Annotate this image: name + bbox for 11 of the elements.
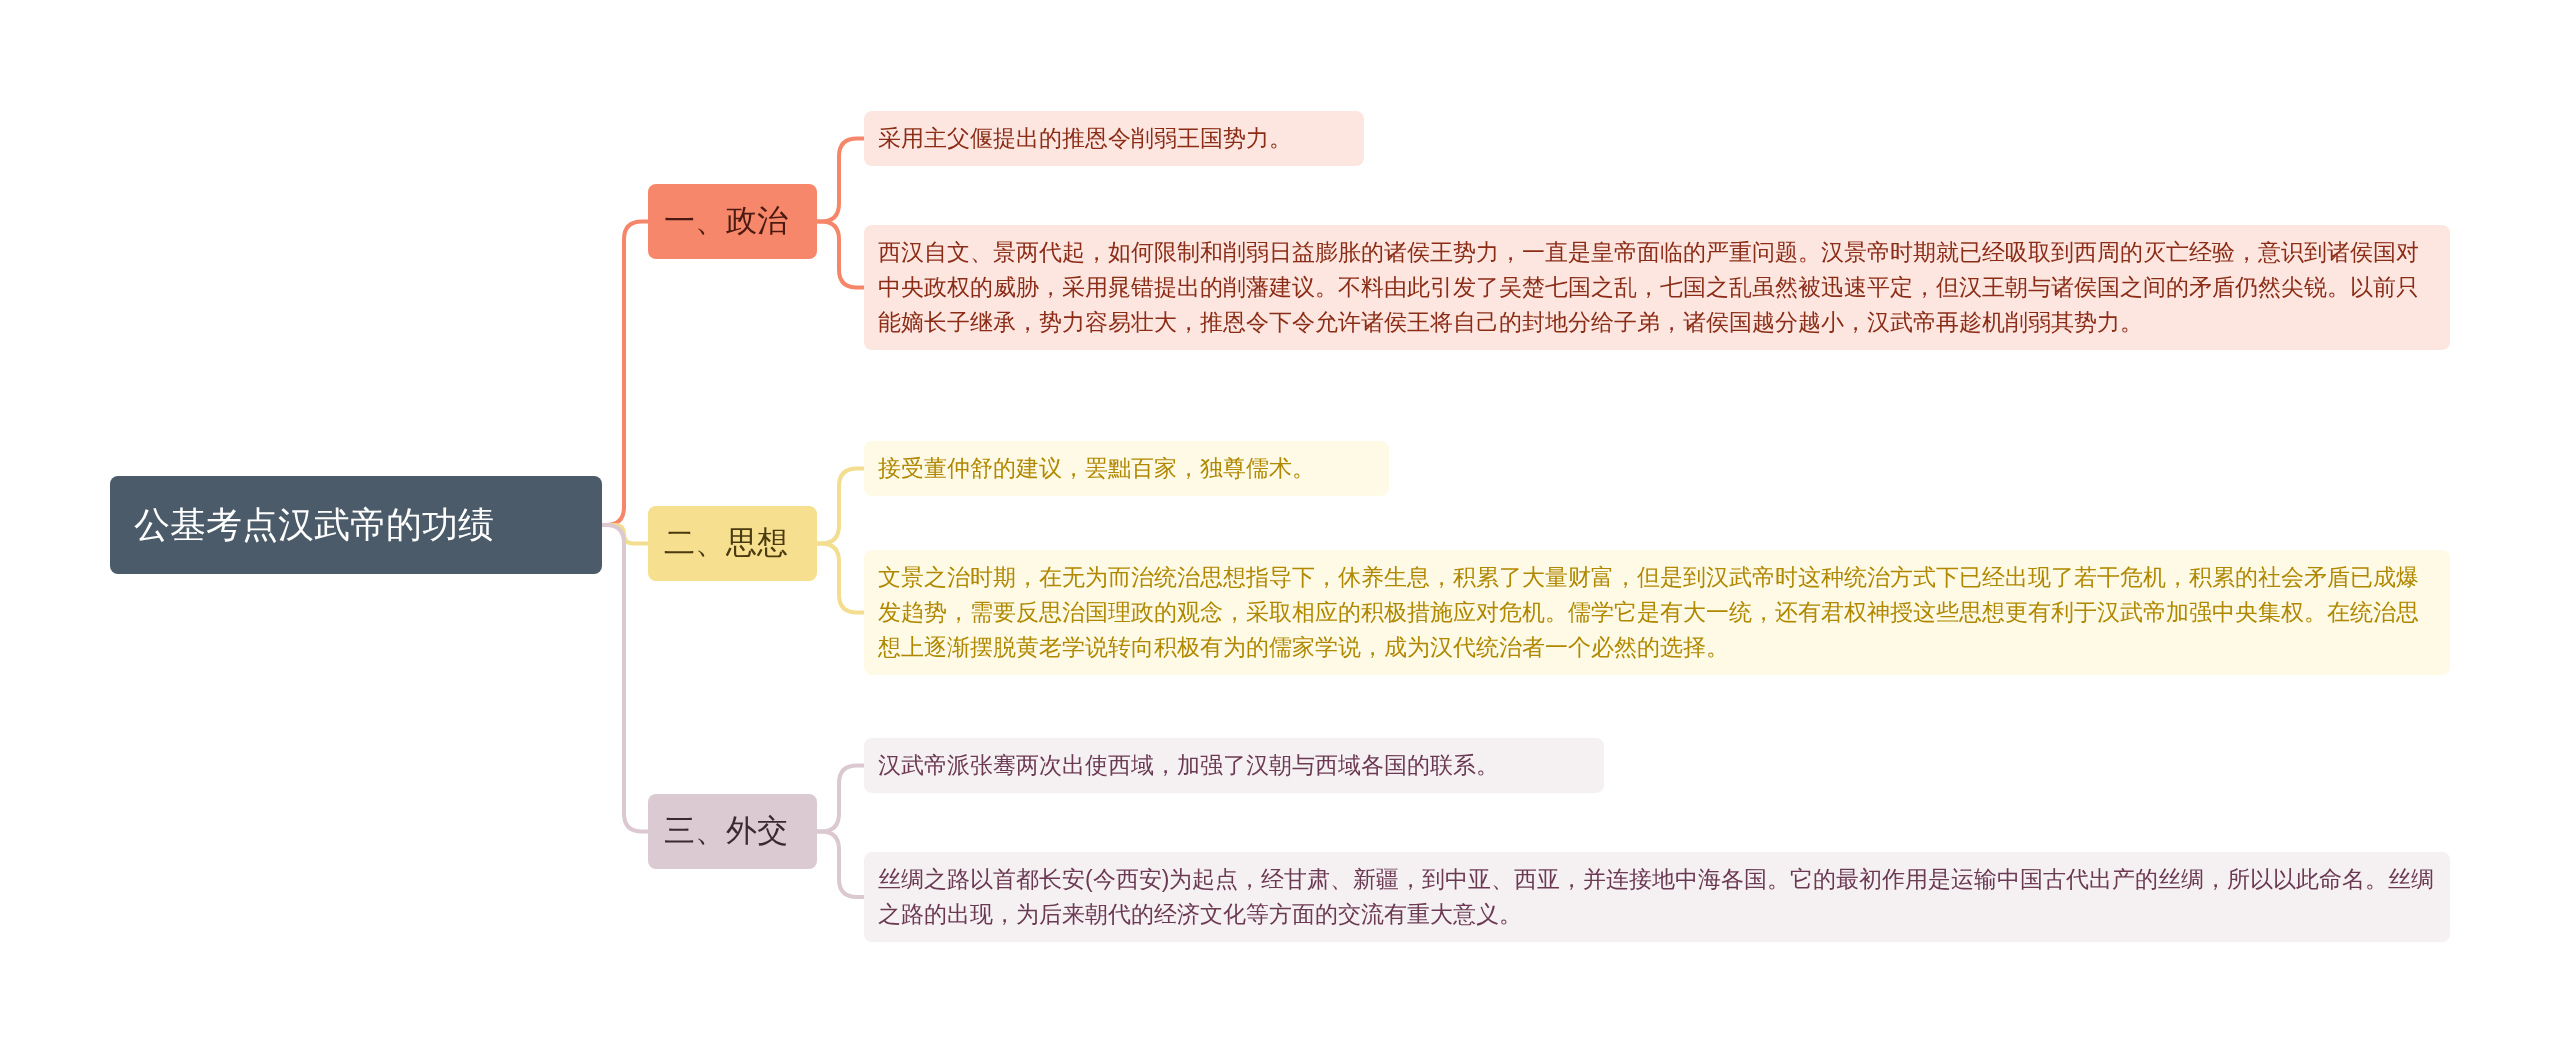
branch-topic-box: 二、思想 [648,506,817,581]
root-topic-box: 公基考点汉武帝的功绩 [110,476,602,574]
branch-topic-box: 一、政治 [648,184,817,259]
leaf-note-box: 西汉自文、景两代起，如何限制和削弱日益膨胀的诸侯王势力，一直是皇帝面临的严重问题。汉景帝时期就已经吸取到西周的灭亡经验，意识到诸侯国对中央政权的威胁，采用晁错提出的削藩建议。不料由此引发了吴楚七国之乱，七国之乱虽然被迅速平定，但汉王朝与诸侯国之间的矛盾仍然尖锐。以前只能嫡长子继承，势力容易壮大，推恩令下令允许诸侯王将自己的封地分给子弟，诸侯国越分越小，汉武帝再趁机削弱其势力。 [864,225,2450,350]
leaf-note-box: 接受董仲舒的建议，罢黜百家，独尊儒术。 [864,441,1389,496]
leaf-note-box: 文景之治时期，在无为而治统治思想指导下，休养生息，积累了大量财富，但是到汉武帝时这种统治方式下已经出现了若干危机，积累的社会矛盾已成爆发趋势，需要反思治国理政的观念，采取相应的积极措施应对危机。儒学它是有大一统，还有君权神授这些思想更有利于汉武帝加强中央集权。在统治思想上逐渐摆脱黄老学说转向积极有为的儒家学说，成为汉代统治者一个必然的选择。 [864,550,2450,675]
branch-topic-box: 三、外交 [648,794,817,869]
connector-line [602,523,648,834]
leaf-note-box: 采用主父偃提出的推恩令削弱王国势力。 [864,111,1364,166]
leaf-note-box: 丝绸之路以首都长安(今西安)为起点，经甘肃、新疆，到中亚、西亚，并连接地中海各国。它的最初作用是运输中国古代出产的丝绸，所以以此命名。丝绸之路的出现，为后来朝代的经济文化等方面的交流有重大意义。 [864,852,2450,942]
leaf-note-box: 汉武帝派张骞两次出使西域，加强了汉朝与西域各国的联系。 [864,738,1604,793]
